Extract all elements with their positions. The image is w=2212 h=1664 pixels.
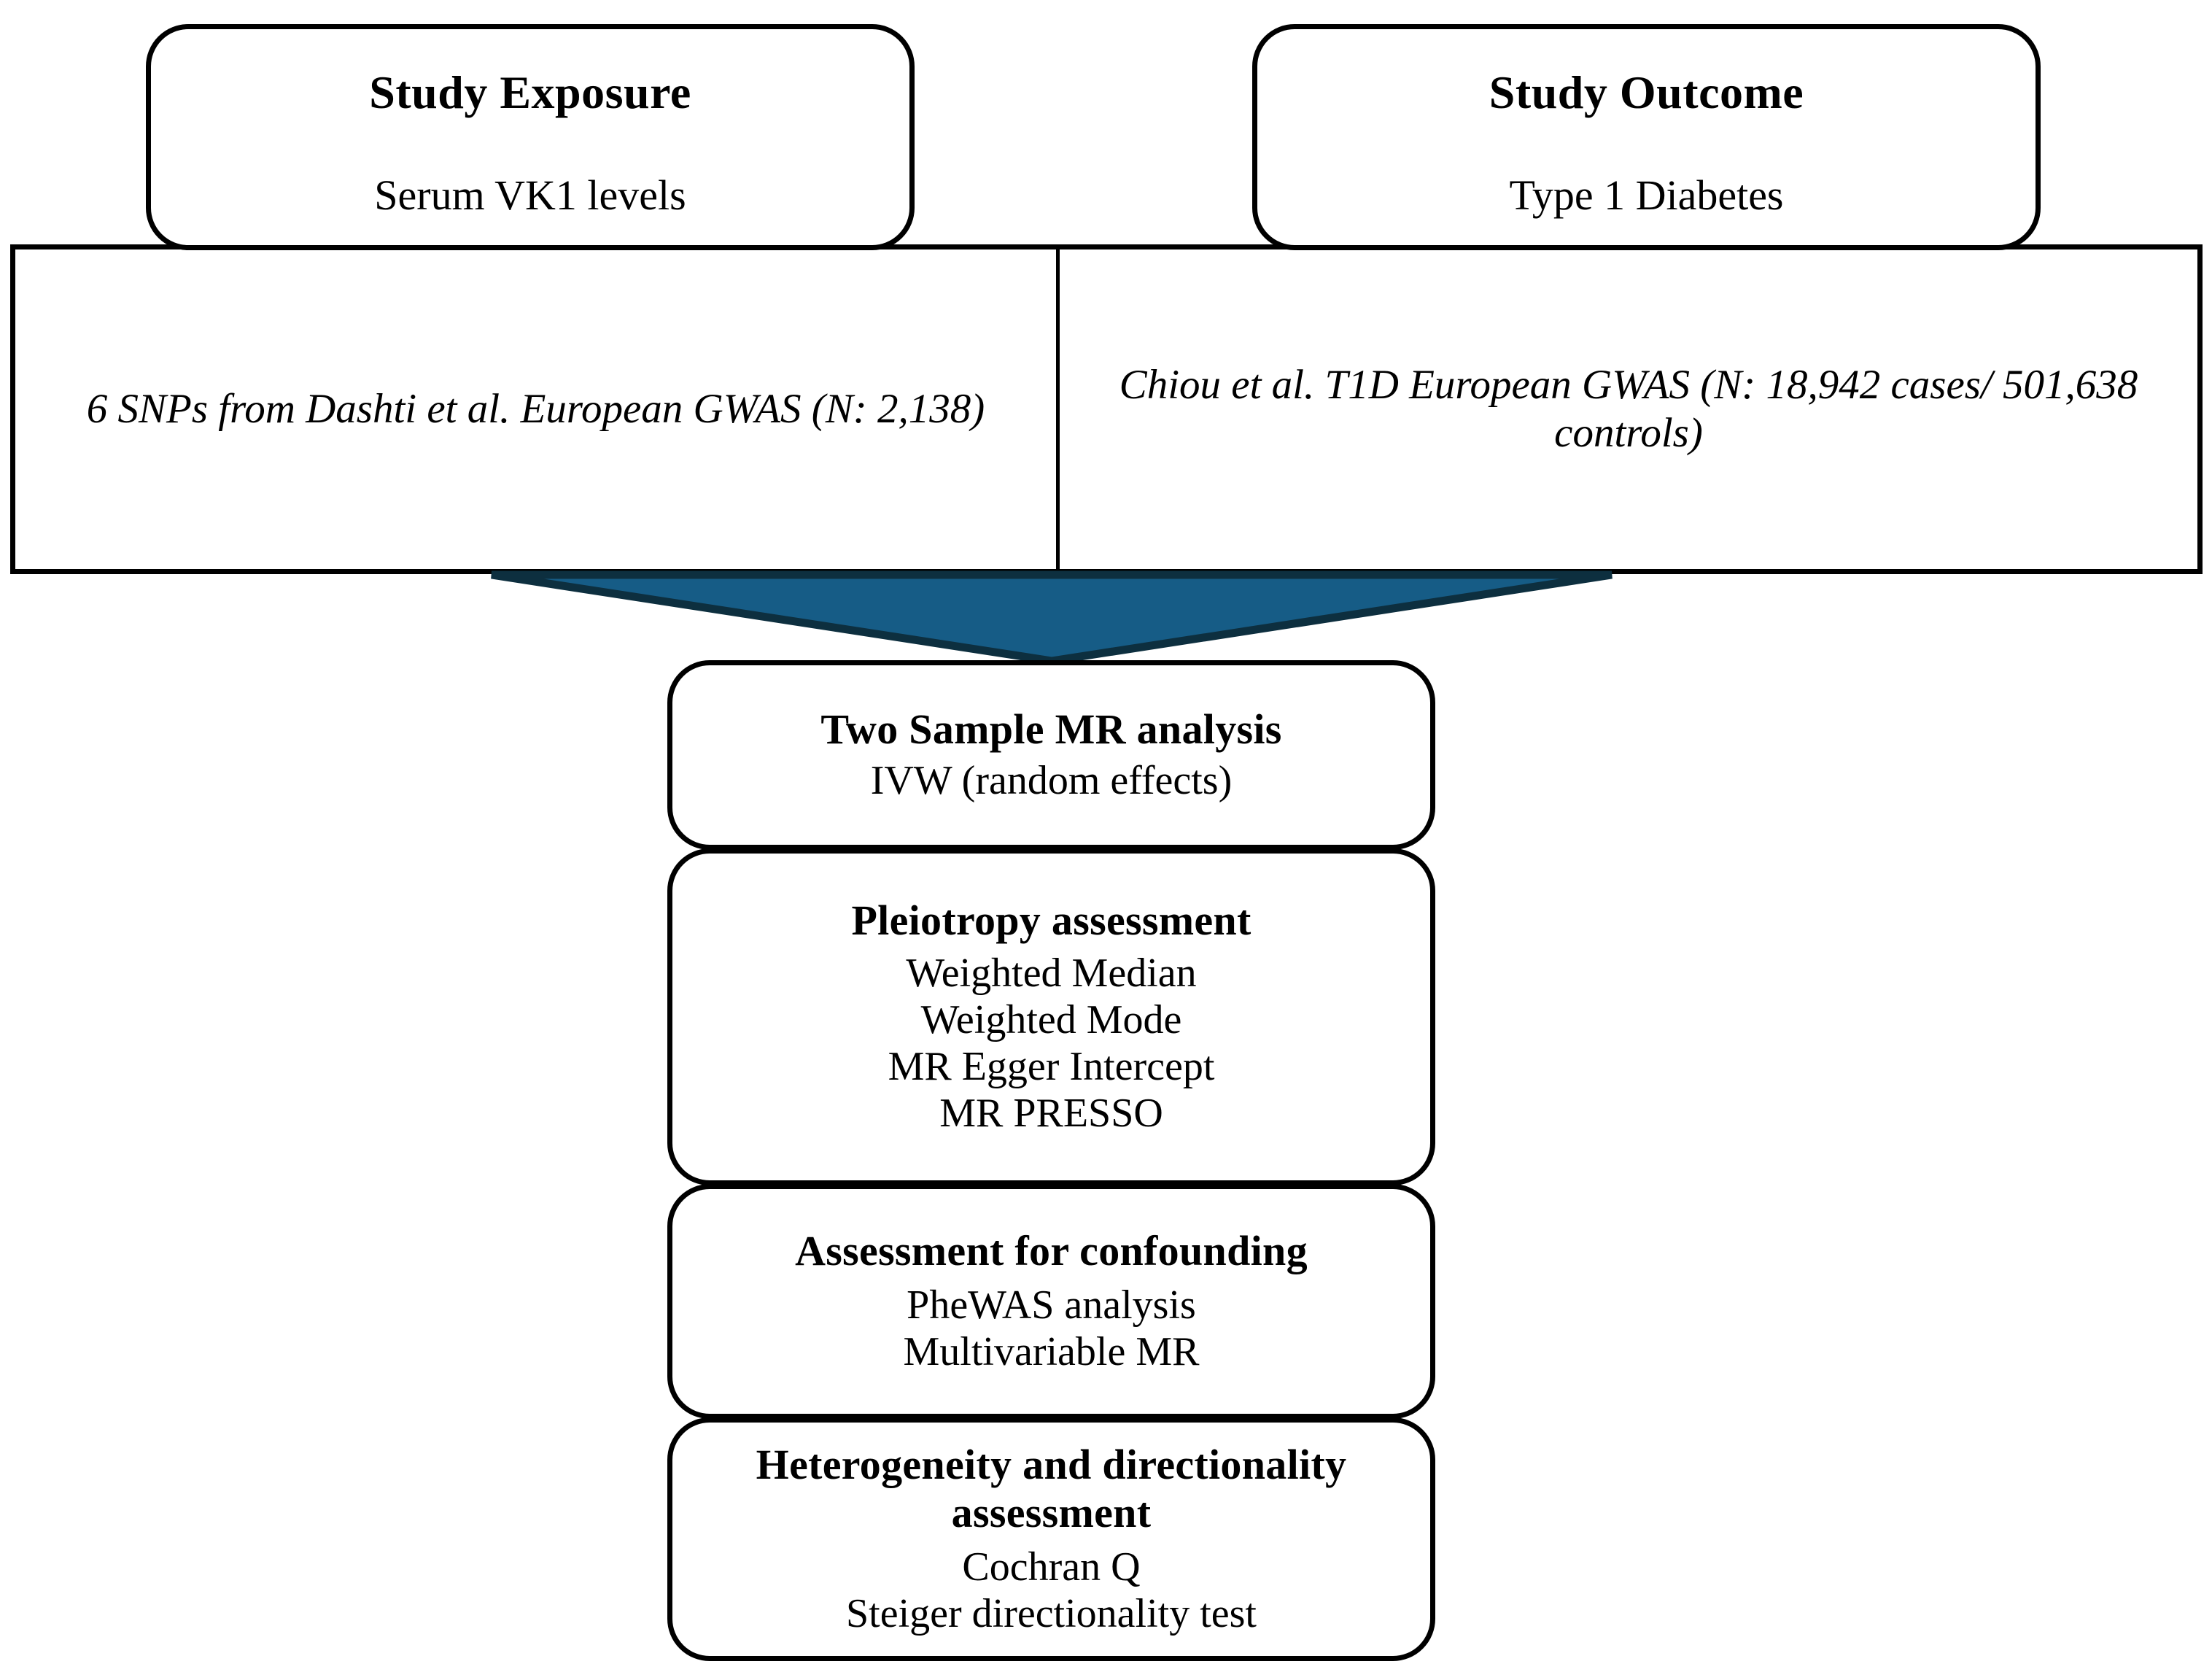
gwas-sources-rectangle: 6 SNPs from Dashti et al. European GWAS … — [10, 244, 2203, 574]
step-item: MR PRESSO — [939, 1090, 1163, 1136]
analysis-step-heterogeneity-directionality: Heterogeneity and directionality assessm… — [667, 1417, 1435, 1661]
step-item: Weighted Median — [906, 951, 1197, 997]
outcome-gwas-text: Chiou et al. T1D European GWAS (N: 18,94… — [1119, 362, 2138, 456]
exposure-gwas-text: 6 SNPs from Dashti et al. European GWAS … — [86, 386, 985, 433]
step-item: IVW (random effects) — [870, 758, 1233, 804]
study-outcome-box: Study Outcome Type 1 Diabetes — [1252, 24, 2041, 250]
analysis-step-two-sample-mr: Two Sample MR analysis IVW (random effec… — [667, 660, 1435, 850]
study-exposure-title: Study Exposure — [369, 66, 691, 118]
study-exposure-subtitle: Serum VK1 levels — [374, 171, 686, 220]
exposure-gwas-cell: 6 SNPs from Dashti et al. European GWAS … — [15, 249, 1060, 569]
step-header: Heterogeneity and directionality assessm… — [756, 1441, 1347, 1537]
study-outcome-title: Study Outcome — [1489, 66, 1804, 118]
step-item: MR Egger Intercept — [888, 1044, 1215, 1090]
step-item: PheWAS analysis — [907, 1282, 1196, 1328]
downward-triangle-icon — [487, 570, 1616, 665]
step-item: Weighted Mode — [920, 997, 1182, 1043]
outcome-gwas-cell: Chiou et al. T1D European GWAS (N: 18,94… — [1060, 249, 2197, 569]
step-header: Assessment for confounding — [795, 1227, 1308, 1275]
study-exposure-box: Study Exposure Serum VK1 levels — [146, 24, 915, 250]
step-header: Two Sample MR analysis — [820, 705, 1282, 754]
step-item: Steiger directionality test — [846, 1591, 1257, 1637]
study-outcome-subtitle: Type 1 Diabetes — [1509, 171, 1784, 220]
step-item: Multivariable MR — [903, 1329, 1200, 1375]
analysis-step-pleiotropy-assessment: Pleiotropy assessment Weighted Median We… — [667, 848, 1435, 1185]
analysis-step-assessment-for-confounding: Assessment for confounding PheWAS analys… — [667, 1184, 1435, 1419]
step-item: Cochran Q — [962, 1544, 1141, 1590]
step-header: Pleiotropy assessment — [851, 897, 1251, 945]
